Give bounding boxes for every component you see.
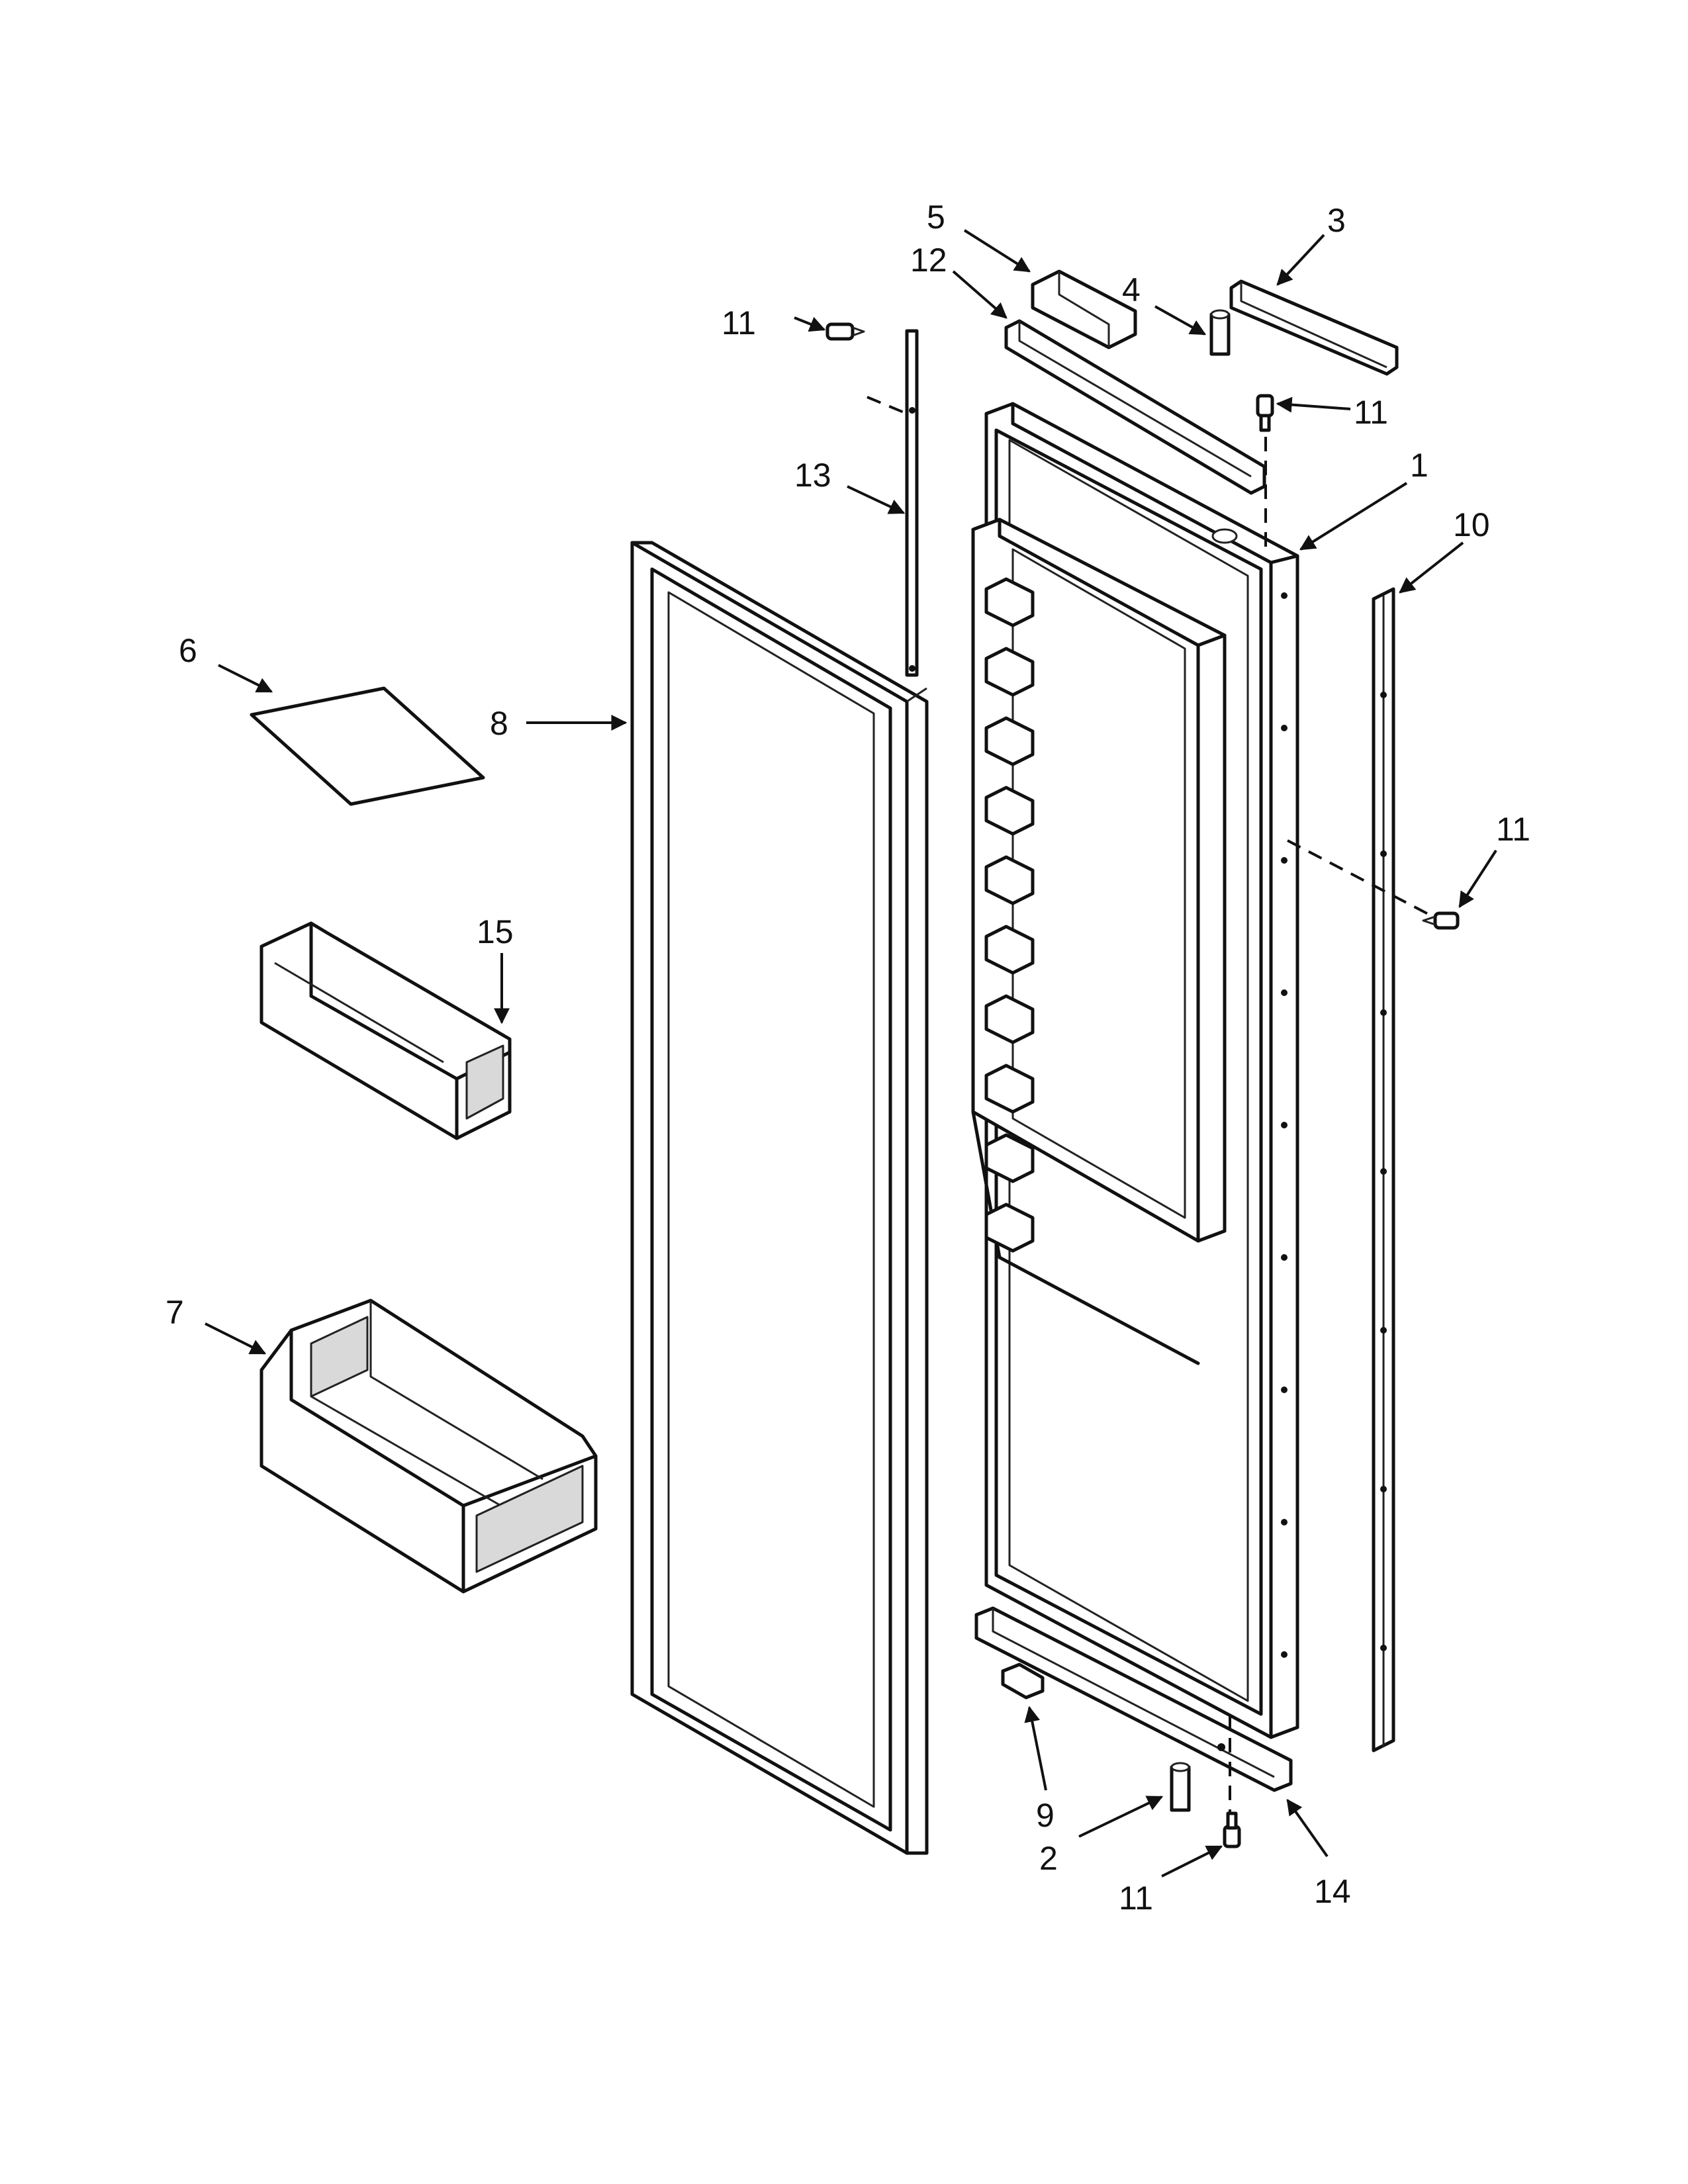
assembly-lines <box>867 396 1434 1813</box>
small-door-bin <box>259 921 512 1140</box>
callout-10: 10 <box>1453 506 1490 543</box>
callout-11-top-left: 11 <box>722 304 756 341</box>
hinge-trim-strip <box>905 329 919 677</box>
screw-top-right <box>1256 394 1274 432</box>
callout-2: 2 <box>1039 1840 1058 1877</box>
leader-arrows <box>205 229 1497 1878</box>
callout-7: 7 <box>165 1294 184 1331</box>
callout-1: 1 <box>1410 447 1429 484</box>
callout-11-bottom: 11 <box>1119 1880 1153 1917</box>
shelf-panel <box>250 686 485 806</box>
screw-top-left <box>825 322 865 341</box>
bottom-clip <box>1001 1662 1045 1700</box>
callout-5: 5 <box>927 199 945 236</box>
screw-side <box>1422 911 1460 930</box>
callout-13: 13 <box>794 457 831 494</box>
callout-6: 6 <box>179 632 197 669</box>
door-inner-liner <box>971 518 1227 1365</box>
callout-11-side: 11 <box>1496 811 1530 848</box>
latch-side-trim <box>1372 587 1395 1752</box>
top-hinge-pin <box>1209 309 1231 356</box>
callout-9: 9 <box>1036 1797 1055 1834</box>
top-trim <box>1229 279 1399 376</box>
callout-4: 4 <box>1122 271 1141 308</box>
callout-8: 8 <box>490 705 508 742</box>
shelf-support-lugs <box>984 577 1035 1253</box>
callout-3: 3 <box>1327 202 1346 239</box>
bottom-hinge-bracket <box>974 1606 1293 1792</box>
callout-12: 12 <box>910 242 947 279</box>
callout-15: 15 <box>477 913 514 950</box>
screw-bottom <box>1223 1811 1241 1848</box>
callout-14: 14 <box>1314 1873 1351 1910</box>
callout-labels: 5 12 3 4 11 11 13 1 10 6 8 11 15 7 9 2 1… <box>165 199 1530 1917</box>
callout-11-top-right: 11 <box>1354 394 1388 431</box>
bottom-hinge-pin <box>1170 1762 1191 1812</box>
door-gasket <box>630 541 929 1855</box>
large-door-bin <box>259 1298 598 1594</box>
top-cap <box>1031 269 1137 349</box>
